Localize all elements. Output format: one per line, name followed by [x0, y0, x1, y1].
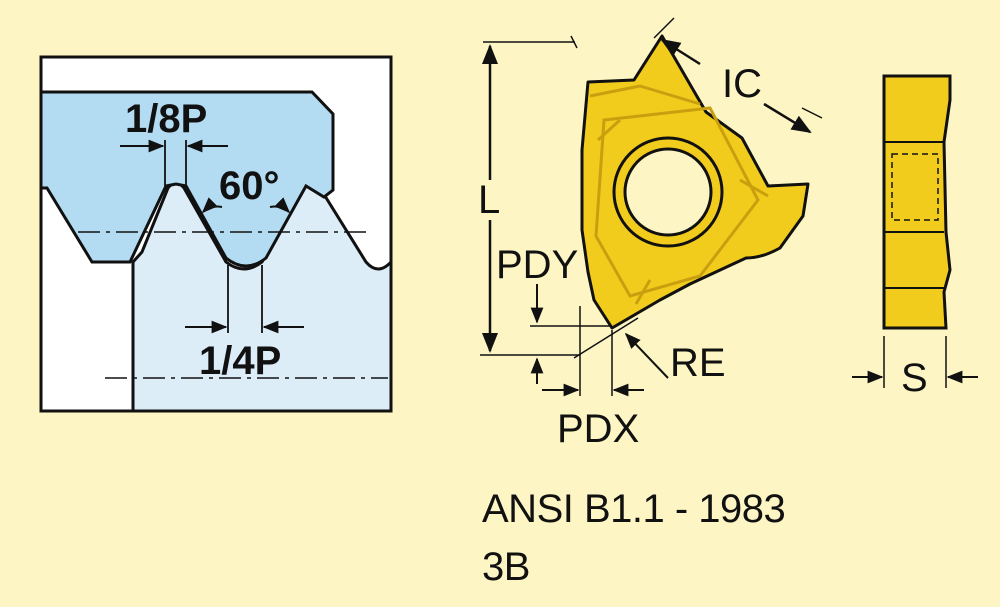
insert-hole	[623, 147, 713, 237]
s-label: S	[901, 356, 928, 400]
l-label: L	[478, 178, 500, 222]
angle-arc-right	[269, 197, 291, 214]
thread-angle-label: 60°	[219, 164, 280, 208]
re-leader-arrow	[624, 332, 669, 379]
angle-arc-left	[201, 197, 223, 214]
external-thread-shape	[39, 90, 335, 268]
standard-line-2: 3B	[482, 545, 530, 589]
insert-facet	[594, 106, 760, 298]
re-label: RE	[670, 341, 726, 385]
insert-side-body	[882, 74, 952, 330]
insert-top-view: L IC PDY PDX RE	[478, 17, 823, 451]
standard-line-1: ANSI B1.1 - 1983	[482, 487, 786, 531]
thread-profile-panel: 1/8P 60° 1/4P	[39, 55, 393, 413]
standard-note: ANSI B1.1 - 1983 3B	[482, 480, 786, 596]
pdx-label: PDX	[557, 407, 639, 451]
crest-width-label: 1/8P	[125, 97, 207, 141]
side-hole-hidden	[891, 153, 939, 221]
ic-label: IC	[722, 62, 762, 106]
ic-dim-arrow-right	[763, 102, 812, 134]
pdy-label: PDY	[496, 243, 578, 287]
insert-side-view: S	[852, 74, 978, 400]
root-width-label: 1/4P	[199, 339, 281, 383]
ic-dim-arrow-left	[660, 38, 701, 66]
